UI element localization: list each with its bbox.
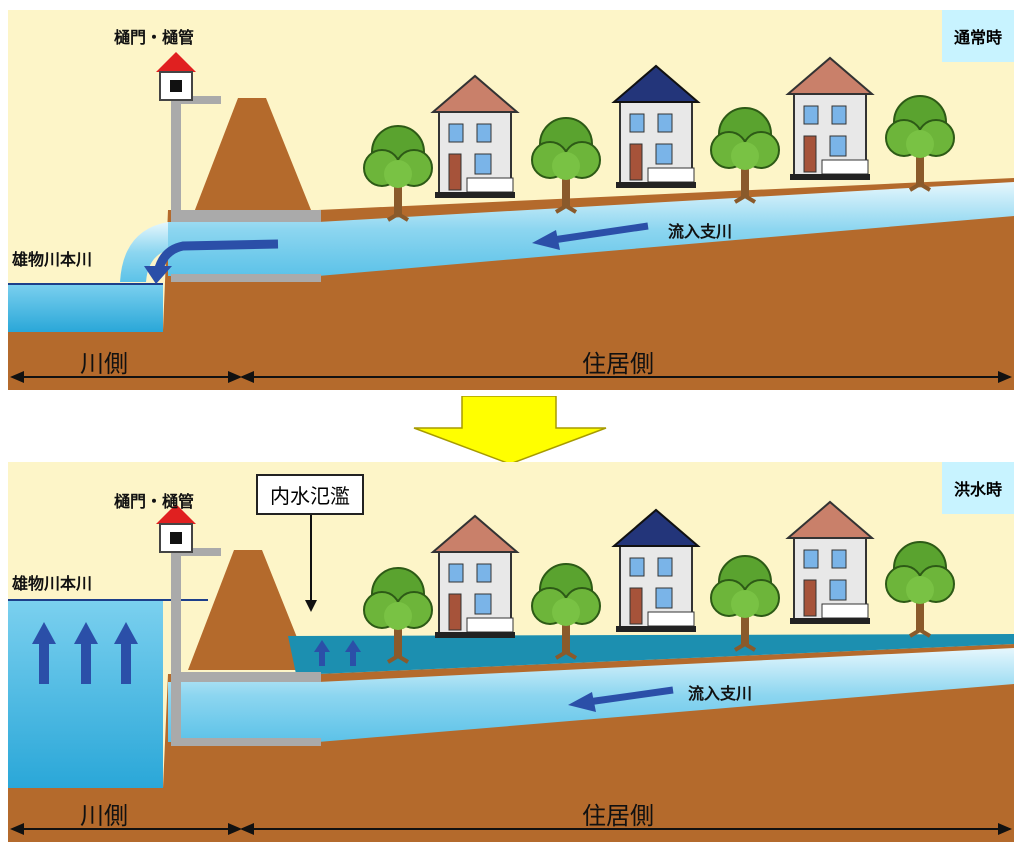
tributary-channel: [168, 182, 1014, 276]
main-river-label: 雄物川本川: [12, 574, 93, 593]
residential-side-label: 住居側: [582, 350, 654, 378]
flow-arrow-icon: [552, 222, 649, 244]
normal-scene: [8, 10, 1014, 390]
river-side-label: 川側: [80, 802, 128, 830]
flow-arrow-icon: [587, 686, 674, 706]
tributary-label: 流入支川: [688, 684, 753, 703]
main-river: [8, 284, 163, 332]
state-badge: 洪水時: [941, 462, 1014, 514]
inland-flood-callout: 内水氾濫: [256, 474, 364, 515]
rise-arrow-icon: [114, 622, 138, 684]
rise-arrow-icon: [74, 622, 98, 684]
rise-arrow-icon: [345, 640, 361, 666]
residential-side-label: 住居側: [582, 802, 654, 830]
flood-scene: [8, 462, 1014, 842]
normal-state-panel: 通常時 樋門・樋管 雄物川本川 流入支川 川側 住居側: [8, 10, 1014, 390]
main-river-label: 雄物川本川: [12, 250, 93, 269]
inland-flood-water: [288, 634, 1014, 674]
gate-label: 樋門・樋管: [114, 28, 195, 47]
flood-state-panel: 洪水時 樋門・樋管 雄物川本川 流入支川 内水氾濫 川側 住居側: [8, 462, 1014, 842]
gate-label: 樋門・樋管: [114, 492, 195, 511]
river-side-label: 川側: [80, 350, 128, 378]
rise-arrow-icon: [314, 640, 330, 666]
tributary-label: 流入支川: [668, 222, 733, 241]
down-arrow-icon: [413, 396, 607, 465]
state-badge: 通常時: [941, 10, 1014, 62]
rise-arrow-icon: [32, 622, 56, 684]
